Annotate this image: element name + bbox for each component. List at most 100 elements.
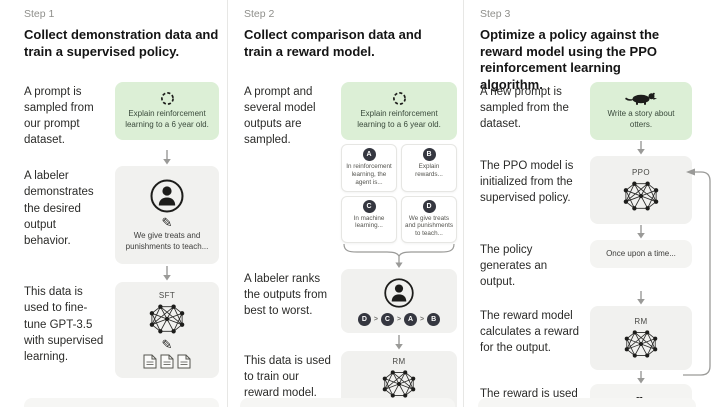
step3-prompt-text: A new prompt is sampled from the dataset…	[480, 86, 569, 131]
step2-ranking-text: A labeler ranks the outputs from best to…	[244, 273, 328, 318]
step2-prompt-caption: Explain reinforcement learning to a 6 ye…	[357, 109, 441, 129]
step2-rm-box: RM	[341, 351, 457, 407]
step3-arrow-row-4	[480, 370, 720, 384]
output-b-text: Explain rewards...	[415, 163, 443, 178]
step3-label: Step 3	[480, 8, 511, 20]
rank-separator: >	[396, 315, 402, 323]
network-icon	[146, 302, 188, 336]
step3-row-ppo: The PPO model is initialized from the su…	[480, 156, 720, 224]
step3-ppo-text: The PPO model is initialized from the su…	[480, 160, 574, 205]
step1-sft-text: This data is used to fine-tune GPT-3.5 w…	[24, 286, 104, 363]
output-c-card: C In machine learning...	[341, 195, 397, 244]
refresh-icon	[160, 91, 175, 106]
step2-prompt-box: Explain reinforcement learning to a 6 ye…	[341, 82, 457, 140]
step2-column: Step 2 Collect comparison data and train…	[228, 0, 464, 407]
next-section-card-edge	[478, 398, 696, 407]
step1-arrow-row-1	[24, 148, 219, 166]
rank-3-badge: A	[404, 312, 418, 326]
step1-label: Step 1	[24, 8, 55, 20]
sft-label: SFT	[158, 290, 176, 300]
arrow-down-icon	[590, 290, 692, 306]
step3-arrow-row-3	[480, 290, 720, 306]
step2-header: Step 2 Collect comparison data and train…	[244, 8, 457, 82]
step3-rm-text: The reward model calculates a reward for…	[480, 310, 580, 355]
output-a-text: In reinforcement learning, the agent is.…	[346, 163, 392, 186]
step3-row-rm: The reward model calculates a reward for…	[480, 306, 720, 371]
rm-label: RM	[634, 316, 648, 326]
step3-output-box: Once upon a time...	[590, 240, 692, 268]
step2-rm-text: This data is used to train our reward mo…	[244, 355, 331, 400]
next-section-card-edge	[24, 398, 219, 407]
step1-sft-box: SFT	[115, 282, 219, 379]
output-d-badge: D	[422, 199, 436, 213]
documents-icon	[143, 353, 191, 370]
step3-row-output: The policy generates an output. Once upo…	[480, 240, 720, 290]
step3-arrow-row-1	[480, 140, 720, 156]
step1-row-prompt: A prompt is sampled from our prompt data…	[24, 82, 219, 148]
step2-prompt-figure: Explain reinforcement learning to a 6 ye…	[341, 82, 457, 244]
step2-row-ranking: A labeler ranks the outputs from best to…	[244, 269, 457, 334]
step1-header: Step 1 Collect demonstration data and tr…	[24, 8, 219, 82]
step1-prompt-caption: Explain reinforcement learning to a 6 ye…	[125, 109, 209, 129]
output-c-badge: C	[362, 199, 376, 213]
step1-row-labeler: A labeler demonstrates the desired outpu…	[24, 166, 219, 265]
model-outputs-grid: A In reinforcement learning, the agent i…	[341, 144, 457, 244]
step2-labeler-box: D > C > A > B	[341, 269, 457, 334]
labeler-icon	[149, 178, 185, 214]
step2-prompt-text: A prompt and several model outputs are s…	[244, 86, 316, 147]
labeler-icon	[383, 277, 415, 309]
brace-icon	[341, 243, 457, 269]
step3-rm-box: RM	[590, 306, 692, 371]
output-b-badge: B	[422, 148, 436, 161]
step1-labeler-text: A labeler demonstrates the desired outpu…	[24, 170, 94, 247]
output-d-text: We give treats and punishments to teach.…	[405, 214, 453, 238]
step3-prompt-caption: Write a story about otters.	[607, 109, 675, 129]
step1-column: Step 1 Collect demonstration data and tr…	[0, 0, 228, 407]
step2-title: Collect comparison data and train a rewa…	[244, 27, 422, 59]
step3-prompt-box: Write a story about otters.	[590, 82, 692, 140]
arrow-down-icon	[341, 333, 457, 351]
step3-column: Step 3 Optimize a policy against the rew…	[464, 0, 720, 407]
step1-prompt-text: A prompt is sampled from our prompt data…	[24, 86, 94, 147]
rank-separator: >	[420, 315, 425, 323]
rank-2-badge: C	[380, 312, 394, 326]
step1-labeler-box: ✎ We give treats and punishments to teac…	[115, 166, 219, 265]
step3-ppo-box: PPO	[590, 156, 692, 224]
network-icon	[620, 179, 662, 213]
arrow-down-icon	[590, 370, 692, 384]
rm-label: RM	[392, 357, 406, 367]
rank-separator: >	[373, 315, 378, 323]
step3-title: Optimize a policy against the reward mod…	[480, 27, 660, 92]
rank-4-badge: B	[427, 312, 441, 326]
arrow-down-icon	[115, 148, 219, 166]
output-d-card: D We give treats and punishments to teac…	[401, 195, 457, 244]
step1-row-sft: This data is used to fine-tune GPT-3.5 w…	[24, 282, 219, 379]
step3-row-prompt: A new prompt is sampled from the dataset…	[480, 82, 720, 140]
network-icon	[620, 328, 662, 360]
step2-row-prompt: A prompt and several model outputs are s…	[244, 82, 457, 244]
step1-arrow-row-2	[24, 264, 219, 282]
output-a-card: A In reinforcement learning, the agent i…	[341, 144, 397, 192]
output-c-text: In machine learning...	[353, 214, 385, 230]
step3-arrow-row-2	[480, 224, 720, 240]
step1-labeler-caption: We give treats and punishments to teach.…	[125, 231, 209, 251]
step2-arrow-row	[244, 333, 457, 351]
loop-arrow-icon	[682, 168, 714, 382]
step2-brace-row	[244, 243, 457, 269]
step3-output-text: The policy generates an output.	[480, 244, 548, 289]
pencil-icon: ✎	[161, 215, 173, 231]
step2-row-rm: This data is used to train our reward mo…	[244, 351, 457, 407]
arrow-down-icon	[590, 224, 692, 240]
refresh-icon	[392, 91, 407, 106]
output-a-badge: A	[362, 148, 376, 161]
otter-icon	[624, 91, 658, 106]
ranking-badges: D > C > A > B	[357, 312, 441, 326]
pencil-icon: ✎	[161, 336, 173, 352]
arrow-down-icon	[590, 140, 692, 156]
next-section-card-edge	[240, 398, 455, 407]
ppo-label: PPO	[631, 167, 651, 177]
network-icon	[378, 368, 420, 400]
step3-output-caption: Once upon a time...	[606, 248, 676, 258]
rank-1-badge: D	[357, 312, 371, 326]
